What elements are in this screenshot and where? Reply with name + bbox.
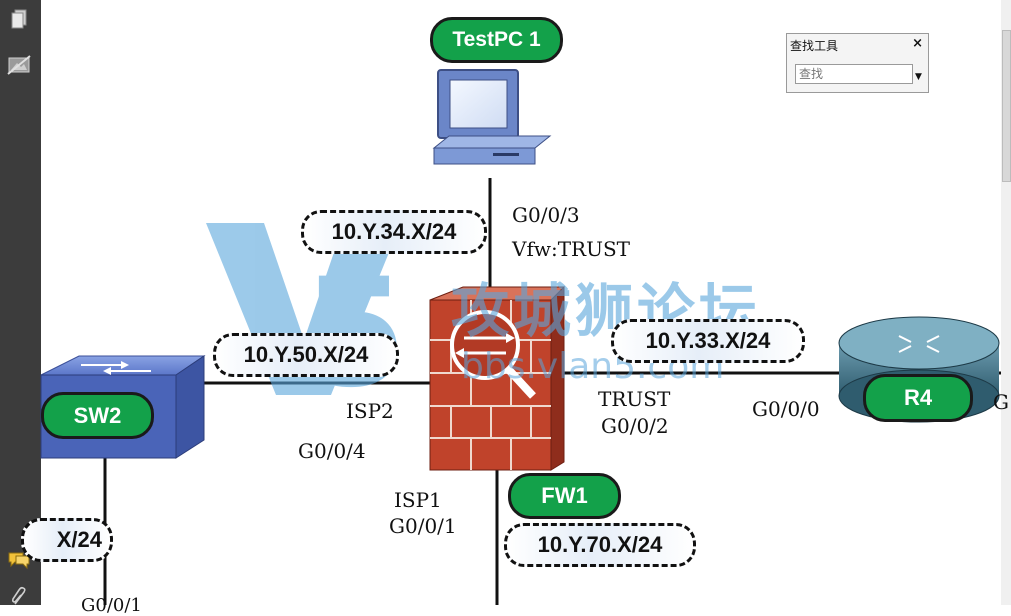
subnet-left: X/24 [21, 518, 113, 562]
sidebar [0, 0, 41, 605]
vertical-scrollbar[interactable] [1000, 0, 1011, 605]
port-bottom-left: G0/0/1 [81, 595, 142, 616]
find-input[interactable] [795, 64, 913, 84]
find-panel-title: 查找工具 [790, 39, 839, 53]
comments-icon[interactable] [6, 548, 32, 572]
fw1-label: FW1 [508, 473, 621, 519]
chevron-down-icon[interactable]: ▼ [915, 72, 922, 82]
r4-label: R4 [863, 374, 973, 422]
port-isp2: ISP2 [346, 399, 394, 423]
port-g000: G0/0/0 [752, 397, 820, 421]
find-tool-panel: 查找工具 × ▼ [786, 33, 929, 93]
testpc-device [432, 69, 552, 165]
attachment-icon[interactable] [6, 584, 32, 608]
subnet-70: 10.Y.70.X/24 [504, 523, 696, 567]
diagram-canvas: 5 攻城狮论坛 bbs.vlan5.com TestPC 1 SW2 R4 FW… [21, 0, 1009, 616]
subnet-34: 10.Y.34.X/24 [301, 210, 487, 254]
no-image-icon[interactable] [6, 53, 32, 77]
scrollbar-thumb[interactable] [1002, 30, 1011, 182]
pages-icon[interactable] [6, 8, 32, 32]
port-trust: TRUST [598, 387, 671, 411]
port-vfw-trust: Vfw:TRUST [512, 237, 630, 261]
fw1-device [429, 285, 565, 471]
port-g001: G0/0/1 [389, 514, 457, 538]
port-right-edge: G [993, 390, 1009, 414]
subnet-33: 10.Y.33.X/24 [611, 319, 805, 363]
port-g002: G0/0/2 [601, 414, 669, 438]
port-g004: G0/0/4 [298, 439, 366, 463]
sw2-label: SW2 [41, 392, 154, 439]
testpc-label: TestPC 1 [430, 17, 563, 63]
close-icon[interactable]: × [912, 36, 923, 51]
port-isp1: ISP1 [394, 488, 442, 512]
port-g003: G0/0/3 [512, 203, 580, 227]
subnet-50: 10.Y.50.X/24 [213, 333, 399, 377]
